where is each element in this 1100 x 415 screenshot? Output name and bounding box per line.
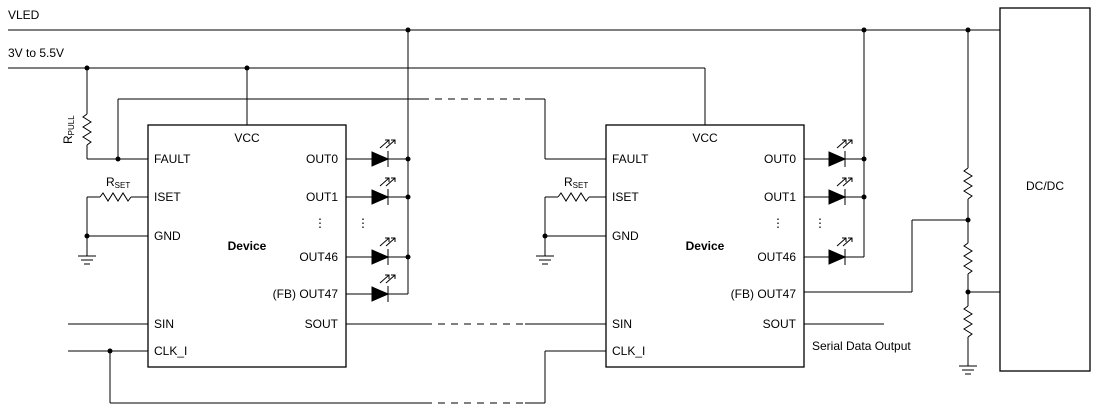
- device-2-led-0-icon: [816, 139, 858, 168]
- device-2-vcc: VCC: [692, 131, 718, 145]
- device-1-pin-out1: OUT1: [306, 190, 338, 204]
- device-2-pin-out1: OUT1: [764, 190, 796, 204]
- device-2-led-46-icon: [816, 237, 858, 266]
- device-1-pin-ellipsis: ⋮: [314, 216, 326, 230]
- device-1-pin-clk: CLK_I: [154, 344, 187, 358]
- device-1-pin-iset: ISET: [154, 190, 181, 204]
- rset-2-resistor: [557, 192, 590, 202]
- device-2-pin-out47: (FB) OUT47: [731, 287, 797, 301]
- device-1-vcc: VCC: [234, 131, 260, 145]
- device-2-led-ellipsis: ⋮: [814, 216, 826, 230]
- device-2-pin-out0: OUT0: [764, 152, 796, 166]
- device-2-pin-ellipsis: ⋮: [772, 216, 784, 230]
- device-2-pin-gnd: GND: [612, 229, 639, 243]
- device-2-pin-sout: SOUT: [763, 317, 797, 331]
- device-2-pin-clk: CLK_I: [612, 344, 645, 358]
- divider-resistor-bottom: [963, 305, 973, 338]
- device-1-led-46-icon: [359, 237, 401, 266]
- device-1-pin-out47: (FB) OUT47: [273, 287, 339, 301]
- device-1-pin-sout: SOUT: [305, 317, 339, 331]
- vled-label: VLED: [8, 8, 40, 22]
- rpull-resistor: [82, 113, 92, 146]
- rset-1-label: RSET: [106, 175, 130, 190]
- device-1-pin-gnd: GND: [154, 229, 181, 243]
- divider-resistor-top: [963, 167, 973, 200]
- device-2-pin-iset: ISET: [612, 190, 639, 204]
- vin-label: 3V to 5.5V: [8, 46, 64, 60]
- rset-1-resistor: [99, 192, 132, 202]
- device-1-led-47-icon: [359, 274, 401, 303]
- rset-2-label: RSET: [564, 175, 588, 190]
- device-1-led-1-icon: [359, 177, 401, 206]
- dcdc-label: DC/DC: [1026, 179, 1064, 193]
- device-1-pin-sin: SIN: [154, 317, 174, 331]
- device-2: [605, 124, 805, 368]
- device-2-led-1-icon: [816, 177, 858, 206]
- device-1-pin-out46: OUT46: [299, 250, 338, 264]
- device-1-pin-fault: FAULT: [154, 152, 191, 166]
- device-2-pin-out46: OUT46: [757, 250, 796, 264]
- rpull-label: RPULL: [61, 115, 76, 144]
- device-2-title: Device: [686, 239, 725, 253]
- divider-resistor-mid: [963, 242, 973, 275]
- device-1-title: Device: [228, 239, 267, 253]
- serial-data-output-label: Serial Data Output: [812, 339, 911, 353]
- ground-1-icon: [77, 255, 97, 265]
- device-1-pin-out0: OUT0: [306, 152, 338, 166]
- ground-3-icon: [958, 365, 978, 375]
- device-1-led-ellipsis: ⋮: [357, 216, 369, 230]
- device-2-pin-sin: SIN: [612, 317, 632, 331]
- device-2-pin-fault: FAULT: [612, 152, 649, 166]
- device-1: [147, 124, 347, 368]
- ground-2-icon: [535, 255, 555, 265]
- device-1-led-0-icon: [359, 139, 401, 168]
- dcdc-converter: [999, 7, 1091, 372]
